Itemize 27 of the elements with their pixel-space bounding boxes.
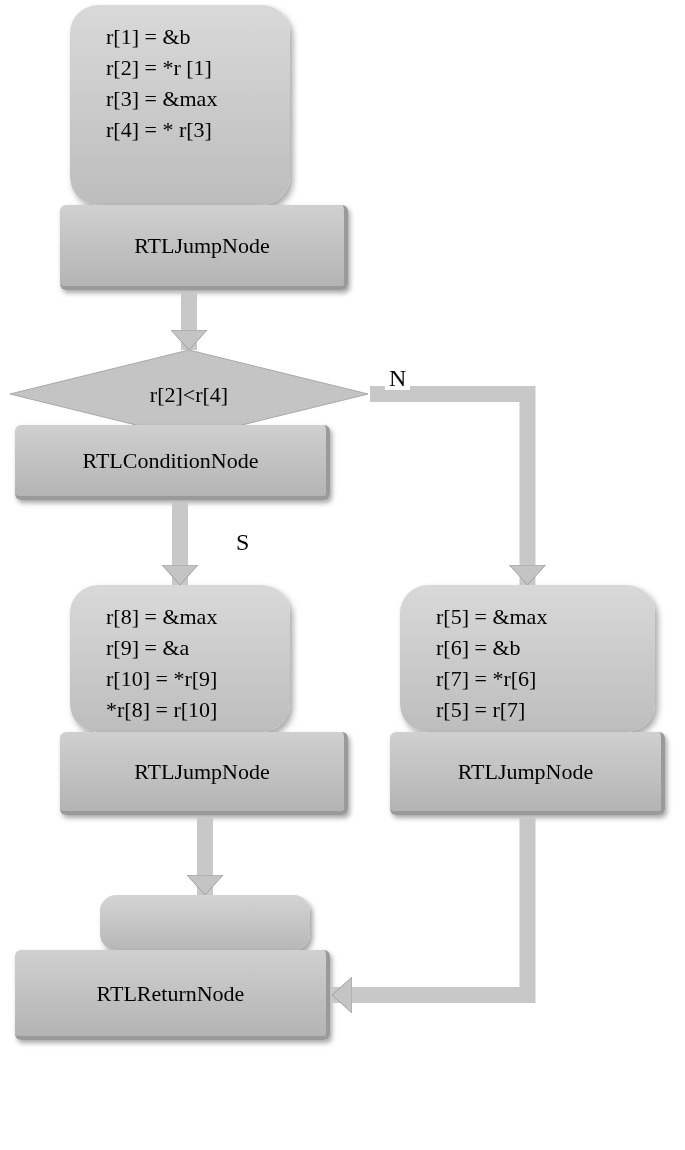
code-box xyxy=(70,5,290,205)
block-arrow xyxy=(170,292,208,351)
block-arrow xyxy=(370,386,546,586)
code-line: r[2] = *r [1] xyxy=(106,54,213,82)
code-line: r[1] = &b xyxy=(106,23,192,51)
code-line: r[8] = &max xyxy=(106,603,219,631)
node-type-bar: RTLConditionNode xyxy=(15,425,330,500)
code-box xyxy=(400,585,655,732)
code-line: r[3] = &max xyxy=(106,85,219,113)
block-arrow xyxy=(186,817,224,896)
code-line: r[5] = r[7] xyxy=(436,696,527,724)
block-arrow xyxy=(161,502,199,586)
code-line: r[6] = &b xyxy=(436,634,522,662)
code-box xyxy=(70,585,290,732)
empty-box xyxy=(100,895,310,950)
code-line: *r[8] = r[10] xyxy=(106,696,219,724)
node-type-bar: RTLJumpNode xyxy=(60,205,348,290)
block-arrow xyxy=(331,817,536,1014)
node-type-bar: RTLReturnNode xyxy=(15,950,330,1040)
code-line: r[4] = * r[3] xyxy=(106,116,213,144)
node-type-bar: RTLJumpNode xyxy=(390,732,665,815)
node-type-bar: RTLJumpNode xyxy=(60,732,348,815)
condition-text: r[2]<r[4] xyxy=(149,380,229,409)
code-line: r[5] = &max xyxy=(436,603,549,631)
code-line: r[10] = *r[9] xyxy=(106,665,219,693)
code-line: r[9] = &a xyxy=(106,634,191,662)
code-line: r[7] = *r[6] xyxy=(436,665,538,693)
